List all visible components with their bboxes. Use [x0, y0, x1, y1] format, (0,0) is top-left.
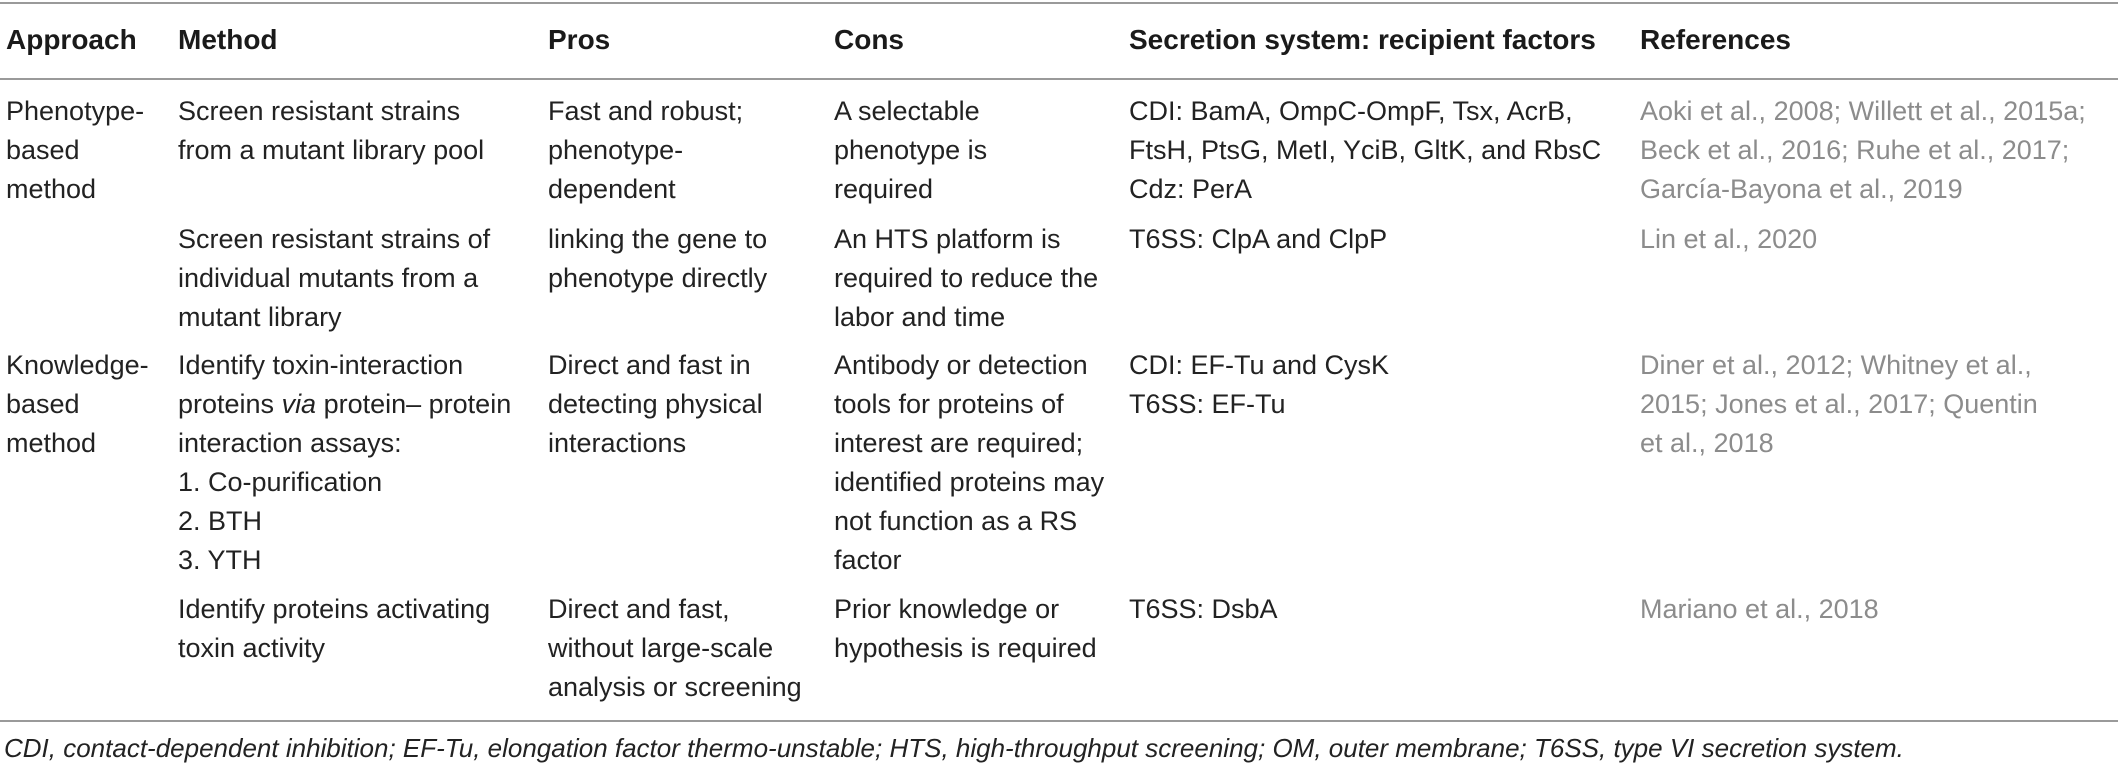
table-cell-line: FtsH, PtsG, MetI, YciB, GltK, and RbsC — [1129, 135, 1602, 165]
table-cell-line: factor — [834, 545, 902, 575]
table-bottom-rule — [0, 720, 2118, 722]
header-references: References — [1640, 24, 1791, 55]
table-cell-line: An HTS platform is — [834, 224, 1061, 254]
reference-line: Diner et al., 2012; Whitney et al., — [1640, 350, 2032, 380]
row4-cons: Prior knowledge or hypothesis is require… — [834, 590, 1097, 668]
table-cell-line: Screen resistant strains — [178, 96, 461, 126]
row2-secretion: T6SS: ClpA and ClpP — [1129, 220, 1387, 259]
row3-approach: Knowledge- based method — [6, 346, 149, 463]
table-cell-line: Fast and robust; — [548, 96, 744, 126]
row2-cons: An HTS platform is required to reduce th… — [834, 220, 1098, 337]
table-cell-line: tools for proteins of — [834, 389, 1064, 419]
reference-line: Lin et al., 2020 — [1640, 224, 1818, 254]
table-cell-line: phenotype- — [548, 135, 684, 165]
table-cell-line: Direct and fast, — [548, 594, 730, 624]
row3-references: Diner et al., 2012; Whitney et al., 2015… — [1640, 346, 2038, 463]
table-cell-line: based — [6, 135, 80, 165]
table-cell-line: method — [6, 174, 97, 204]
table-cell-line: Cdz: PerA — [1129, 174, 1253, 204]
table-cell-line: from a mutant library pool — [178, 135, 485, 165]
table-cell-line: without large-scale — [548, 633, 774, 663]
table-header-rule — [0, 78, 2118, 80]
table-cell-line: T6SS: ClpA and ClpP — [1129, 224, 1388, 254]
table-cell-line: required to reduce the — [834, 263, 1099, 293]
table-cell-line: labor and time — [834, 302, 1006, 332]
row3-method: Identify toxin-interaction proteins via … — [178, 346, 511, 580]
reference-line: et al., 2018 — [1640, 428, 1774, 458]
row3-secretion: CDI: EF-Tu and CysK T6SS: EF-Tu — [1129, 346, 1389, 424]
table-cell-line: T6SS: EF-Tu — [1129, 389, 1286, 419]
table-cell-line: CDI: BamA, OmpC-OmpF, Tsx, AcrB, — [1129, 96, 1573, 126]
row4-method: Identify proteins activating toxin activ… — [178, 590, 490, 668]
row3-pros: Direct and fast in detecting physical in… — [548, 346, 763, 463]
reference-line: Beck et al., 2016; Ruhe et al., 2017; — [1640, 135, 2070, 165]
row2-pros: linking the gene to phenotype directly — [548, 220, 767, 298]
row1-approach: Phenotype- based method — [6, 92, 144, 209]
row1-cons: A selectable phenotype is required — [834, 92, 987, 209]
row1-secretion: CDI: BamA, OmpC-OmpF, Tsx, AcrB, FtsH, P… — [1129, 92, 1601, 209]
table-cell-line: analysis or screening — [548, 672, 802, 702]
table-cell-line: linking the gene to — [548, 224, 768, 254]
table-cell-line: interest are required; — [834, 428, 1084, 458]
table-cell-line: 3. YTH — [178, 545, 262, 575]
table-cell-line: Prior knowledge or — [834, 594, 1060, 624]
table-cell-line: Knowledge- — [6, 350, 149, 380]
reference-line: 2015; Jones et al., 2017; Quentin — [1640, 389, 2038, 419]
header-pros: Pros — [548, 24, 611, 55]
row1-method: Screen resistant strains from a mutant l… — [178, 92, 484, 170]
table-footnote: CDI, contact-dependent inhibition; EF-Tu… — [4, 733, 1904, 763]
row4-pros: Direct and fast, without large-scale ana… — [548, 590, 802, 707]
table-cell-line: T6SS: DsbA — [1129, 594, 1278, 624]
row2-method: Screen resistant strains of individual m… — [178, 220, 490, 337]
reference-line: Aoki et al., 2008; Willett et al., 2015a… — [1640, 96, 2086, 126]
italic-emphasis: via — [281, 389, 317, 419]
table-cell-line: interaction assays: — [178, 428, 402, 458]
reference-line: Mariano et al., 2018 — [1640, 594, 1879, 624]
table-cell-line: not function as a RS — [834, 506, 1078, 536]
table-cell-line: individual mutants from a — [178, 263, 479, 293]
table-cell-line: Phenotype- — [6, 96, 145, 126]
table-cell-line: required — [834, 174, 934, 204]
table-cell-line: method — [6, 428, 97, 458]
table-cell-line: identified proteins may — [834, 467, 1105, 497]
reference-line: García-Bayona et al., 2019 — [1640, 174, 1963, 204]
table-top-rule — [0, 2, 2118, 4]
header-secretion-system: Secretion system: recipient factors — [1129, 24, 1596, 55]
row2-references: Lin et al., 2020 — [1640, 220, 1817, 259]
table-cell-line: dependent — [548, 174, 676, 204]
header-method: Method — [178, 24, 278, 55]
header-cons: Cons — [834, 24, 904, 55]
table-cell-line: CDI: EF-Tu and CysK — [1129, 350, 1390, 380]
row1-references: Aoki et al., 2008; Willett et al., 2015a… — [1640, 92, 2086, 209]
row3-cons: Antibody or detection tools for proteins… — [834, 346, 1104, 580]
row1-pros: Fast and robust; phenotype- dependent — [548, 92, 743, 209]
table-cell-line: A selectable — [834, 96, 980, 126]
table-cell-line: Antibody or detection — [834, 350, 1088, 380]
table-cell-line: Identify toxin-interaction — [178, 350, 464, 380]
table-cell-line: mutant library — [178, 302, 342, 332]
table-cell-line: hypothesis is required — [834, 633, 1097, 663]
table-cell-line: based — [6, 389, 80, 419]
row4-secretion: T6SS: DsbA — [1129, 590, 1278, 629]
table-cell-line: 2. BTH — [178, 506, 263, 536]
table-cell-line: interactions — [548, 428, 687, 458]
table-cell-line: detecting physical — [548, 389, 763, 419]
table-cell-line: 1. Co-purification — [178, 467, 383, 497]
table-cell-line: Identify proteins activating — [178, 594, 491, 624]
row4-references: Mariano et al., 2018 — [1640, 590, 1879, 629]
table-cell-line: Direct and fast in — [548, 350, 751, 380]
table-cell-line: phenotype directly — [548, 263, 768, 293]
header-approach: Approach — [6, 24, 137, 55]
table-cell-line: proteins via protein– protein — [178, 389, 512, 419]
table-cell-line: Screen resistant strains of — [178, 224, 491, 254]
table-cell-line: phenotype is — [834, 135, 988, 165]
table-cell-line: toxin activity — [178, 633, 326, 663]
